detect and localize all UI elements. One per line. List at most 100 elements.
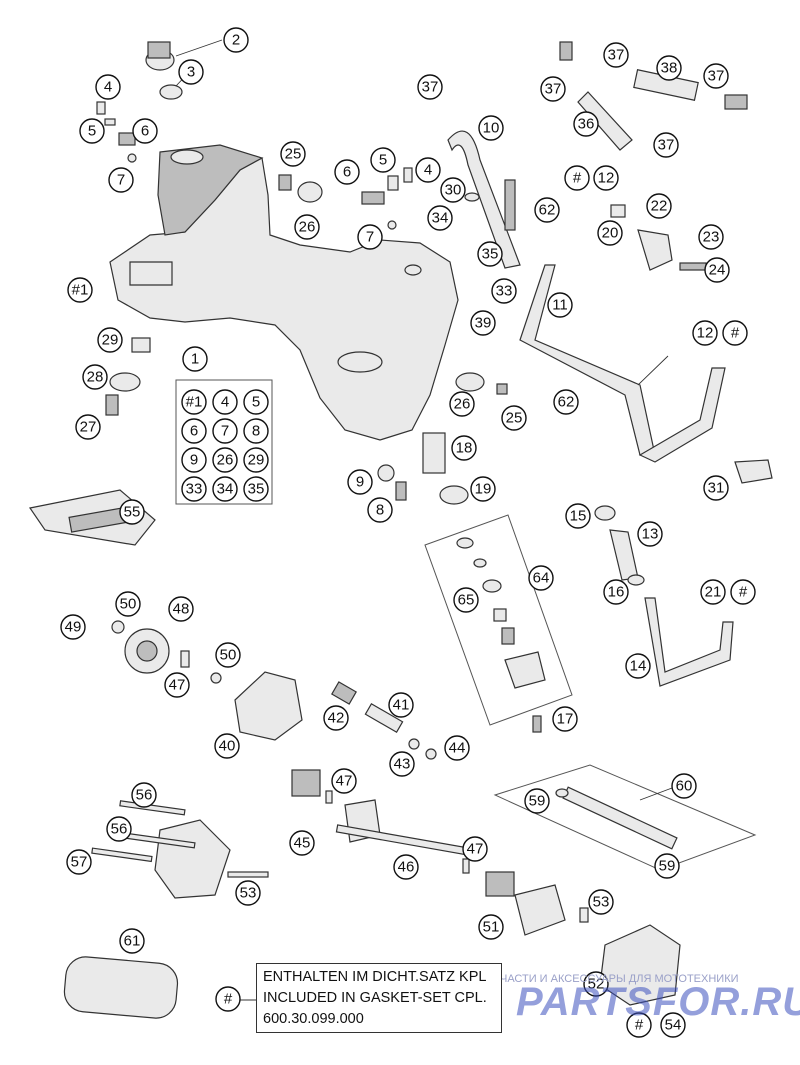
callout-circle: [75, 414, 101, 440]
callout-c27: 27: [75, 414, 101, 440]
callout-circle: [704, 257, 730, 283]
callout-c5b: 5: [370, 147, 396, 173]
callout-circle: [323, 705, 349, 731]
note-line-2: INCLUDED IN GASKET-SET CPL.: [263, 990, 487, 1006]
callout-circle: [698, 224, 724, 250]
callout-number: 25: [506, 410, 523, 427]
kit-legend-number: 34: [217, 481, 234, 498]
callout-chash4: #: [215, 986, 241, 1012]
callout-circle: [393, 854, 419, 880]
callout-c44: 44: [444, 735, 470, 761]
note-line-3: 600.30.099.000: [263, 1011, 364, 1027]
callout-circle: [67, 277, 93, 303]
callout-chash2: #: [722, 320, 748, 346]
callout-circle: [449, 391, 475, 417]
callout-number: 49: [65, 619, 82, 636]
callout-number: 5: [88, 123, 96, 140]
callout-circle: [95, 74, 121, 100]
callout-number: 1: [191, 351, 199, 368]
callout-number: 39: [475, 315, 492, 332]
callout-number: 29: [102, 332, 119, 349]
callout-c43: 43: [389, 751, 415, 777]
callout-number: 22: [651, 198, 668, 215]
callout-c47b: 47: [331, 768, 357, 794]
callout-number: 56: [136, 787, 153, 804]
callout-number: 30: [445, 182, 462, 199]
callout-circle: [722, 320, 748, 346]
callout-circle: [565, 503, 591, 529]
callout-number: 5: [379, 152, 387, 169]
callout-c30: 30: [440, 177, 466, 203]
callout-c11: 11: [547, 292, 573, 318]
callout-c26a: 26: [294, 214, 320, 240]
callout-c38: 38: [656, 55, 682, 81]
callout-circle: [388, 692, 414, 718]
callout-circle: [235, 880, 261, 906]
callout-circle: [477, 241, 503, 267]
callout-number: 17: [557, 711, 574, 728]
callout-number: 50: [120, 596, 137, 613]
callout-circle: [453, 587, 479, 613]
callout-c62b: 62: [553, 389, 579, 415]
callout-number: 40: [219, 738, 236, 755]
kit-legend-item: 26: [212, 447, 238, 473]
callout-circle: [119, 928, 145, 954]
callout-c61: 61: [119, 928, 145, 954]
callout-number: 37: [608, 47, 625, 64]
callout-number: 54: [665, 1017, 682, 1034]
callout-number: 50: [220, 647, 237, 664]
callout-circle: [603, 579, 629, 605]
callout-c37e: 37: [653, 132, 679, 158]
callout-number: 26: [299, 219, 316, 236]
callout-circle: [660, 1012, 686, 1038]
callout-c39: 39: [470, 310, 496, 336]
callout-circle: [367, 497, 393, 523]
callout-c47a: 47: [164, 672, 190, 698]
callout-circle: [215, 986, 241, 1012]
callout-number: 19: [475, 481, 492, 498]
callout-c29: 29: [97, 327, 123, 353]
callout-circle: [106, 816, 132, 842]
callout-circle: [415, 157, 441, 183]
callout-circle: [573, 111, 599, 137]
callout-number: 13: [642, 526, 659, 543]
callout-number: 11: [552, 297, 568, 314]
callout-number: 21: [705, 584, 722, 601]
kit-legend-number: 26: [217, 452, 234, 469]
callout-circle: [470, 476, 496, 502]
callout-circle: [588, 889, 614, 915]
callout-number: 48: [173, 601, 190, 618]
callout-circle: [115, 591, 141, 617]
callout-c12b: 12: [692, 320, 718, 346]
callout-circle: [626, 1012, 652, 1038]
callout-circle: [215, 642, 241, 668]
callout-circle: [553, 389, 579, 415]
callout-number: 3: [187, 64, 195, 81]
callout-c16: 16: [603, 579, 629, 605]
callout-circle: [625, 653, 651, 679]
callout-number: 46: [398, 859, 415, 876]
callout-c48: 48: [168, 596, 194, 622]
callout-c26b: 26: [449, 391, 475, 417]
callout-circle: [671, 773, 697, 799]
callout-c5a: 5: [79, 118, 105, 144]
callout-c22: 22: [646, 193, 672, 219]
callout-number: 4: [104, 79, 112, 96]
callout-c25a: 25: [280, 141, 306, 167]
callout-c2: 2: [223, 27, 249, 53]
callout-circle: [564, 165, 590, 191]
callout-number: 33: [496, 283, 513, 300]
callout-number: 26: [454, 396, 471, 413]
callout-number: 4: [424, 162, 432, 179]
callout-circle: [427, 205, 453, 231]
callout-circle: [417, 74, 443, 100]
callout-circle: [444, 735, 470, 761]
kit-legend-item: #1: [181, 389, 207, 415]
strainer-kit: [424, 514, 573, 733]
kit-legend-number: 4: [221, 394, 229, 411]
callout-c6a: 6: [132, 118, 158, 144]
kit-legend-number: #1: [186, 394, 203, 411]
callout-number: #: [573, 170, 582, 187]
callout-circle: [583, 971, 609, 997]
